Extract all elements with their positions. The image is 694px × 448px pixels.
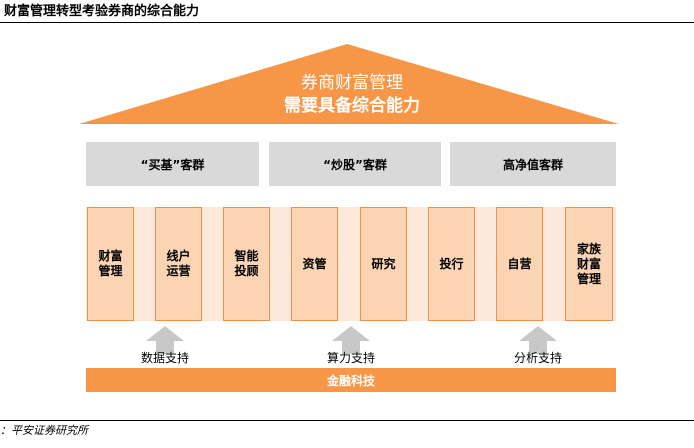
group-high-net-worth: 高净值客群 [450,142,616,186]
up-arrow-icon [519,326,557,354]
bottom-divider [0,420,694,421]
group-stock-traders: “炒股”客群 [269,142,441,186]
function-robo-advisory: 智能投顾 [223,207,270,321]
group-fund-buyers: “买基”客群 [86,142,259,186]
function-investment-banking: 投行 [428,207,475,321]
function-wealth-management: 财富管理 [87,207,134,321]
function-asset-management: 资管 [291,207,338,321]
roof-title-line2: 需要具备综合能力 [284,96,420,116]
function-research: 研究 [360,207,407,321]
fintech-foundation-bar: 金融科技 [86,368,616,392]
roof-title-line1: 券商财富管理 [301,73,403,93]
support-label-compute: 算力支持 [326,351,375,365]
source-note: ：平安证券研究所 [0,424,88,437]
function-proprietary-trading: 自营 [496,207,543,321]
support-label-data: 数据支持 [140,351,189,365]
page-title: 财富管理转型考验券商的综合能力 [4,4,200,19]
up-arrow-icon [146,326,184,354]
up-arrow-icon [332,326,370,354]
roof-triangle [79,44,619,124]
top-divider [0,22,694,23]
support-label-analysis: 分析支持 [513,351,562,365]
function-online-operations: 线户运营 [155,207,202,321]
function-family-wealth: 家族财富管理 [565,207,613,321]
